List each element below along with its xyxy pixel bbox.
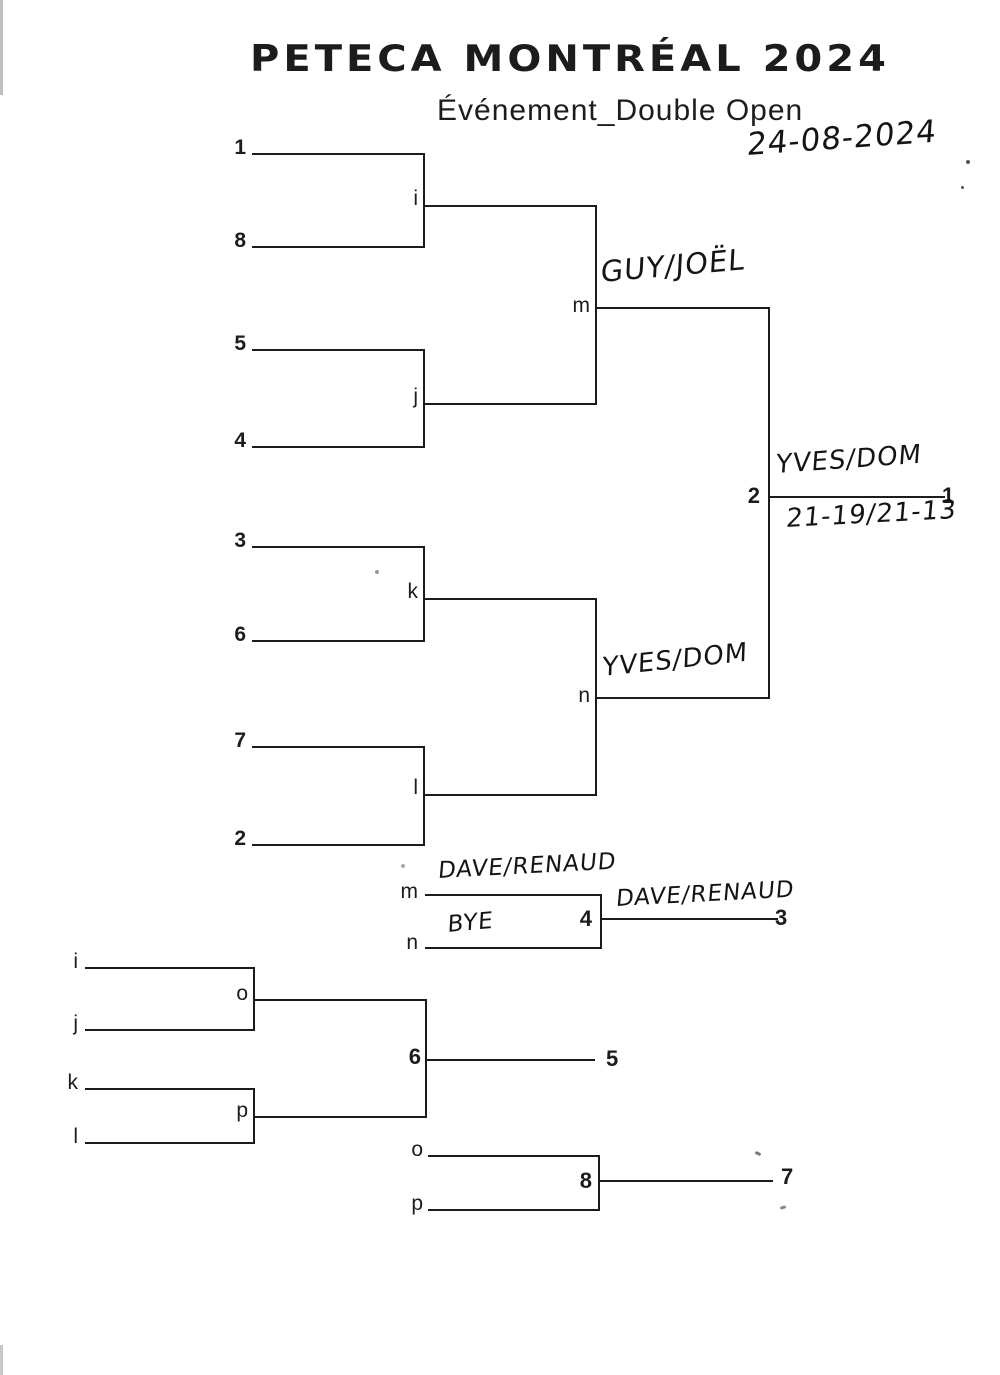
bracket-line bbox=[252, 349, 423, 351]
bracket-line bbox=[423, 546, 425, 642]
match-label-i: i bbox=[413, 187, 418, 210]
bracket-line bbox=[252, 446, 423, 448]
bracket-line bbox=[423, 205, 597, 207]
bracket-line bbox=[595, 307, 770, 309]
page-title: PETECA MONTRÉAL 2024 bbox=[250, 37, 890, 81]
bracket-line bbox=[253, 999, 427, 1001]
handwritten-third-place-winner: DAVE/RENAUD bbox=[614, 876, 796, 913]
bracket-line bbox=[600, 894, 602, 949]
seed-label: 2 bbox=[234, 827, 246, 850]
seed-label: 3 bbox=[234, 529, 246, 552]
fifth-place-match-number: 6 bbox=[408, 1044, 421, 1069]
handwritten-semifinal-top-winner: GUY/JOËL bbox=[599, 242, 747, 290]
bracket-line bbox=[768, 307, 770, 698]
bracket-line bbox=[85, 1029, 255, 1031]
slot-label-p: p bbox=[411, 1192, 423, 1215]
handwritten-final-winner: YVES/DOM bbox=[774, 439, 923, 481]
bracket-line bbox=[425, 1059, 595, 1061]
seventh-place-number: 7 bbox=[781, 1164, 794, 1189]
scan-edge-artifact bbox=[0, 1345, 3, 1375]
seed-label: 5 bbox=[234, 332, 246, 355]
scan-artifact bbox=[401, 864, 405, 868]
slot-label-o: o bbox=[411, 1138, 423, 1161]
handwritten-bye: BYE bbox=[446, 907, 495, 939]
bracket-line bbox=[425, 999, 427, 1118]
seed-label: 8 bbox=[234, 229, 246, 252]
bracket-line bbox=[425, 947, 602, 949]
bracket-line bbox=[252, 153, 423, 155]
match-label-m: m bbox=[572, 294, 591, 317]
bracket-line bbox=[598, 1155, 600, 1211]
bracket-line bbox=[423, 153, 425, 248]
match-label-l: l bbox=[413, 776, 418, 799]
third-place-match-number: 4 bbox=[579, 906, 592, 931]
match-label-o: o bbox=[236, 982, 248, 1005]
match-label-p: p bbox=[236, 1099, 248, 1122]
bracket-line bbox=[602, 918, 778, 920]
third-place-number: 3 bbox=[775, 905, 788, 930]
bracket-line bbox=[252, 746, 423, 748]
scan-artifact bbox=[375, 570, 379, 574]
slot-label-m: m bbox=[400, 880, 419, 903]
bracket-line bbox=[252, 640, 423, 642]
scan-artifact bbox=[754, 1150, 762, 1157]
seed-label: 4 bbox=[234, 429, 246, 452]
bracket-line bbox=[423, 598, 597, 600]
bracket-line bbox=[423, 746, 425, 846]
bracket-line bbox=[595, 205, 597, 405]
bracket-line bbox=[423, 403, 597, 405]
bracket-line bbox=[768, 496, 945, 498]
bracket-line bbox=[428, 1209, 600, 1211]
slot-label-l: l bbox=[73, 1125, 78, 1148]
scan-edge-artifact bbox=[0, 0, 3, 95]
seventh-place-match-number: 8 bbox=[579, 1168, 592, 1193]
bracket-line bbox=[428, 1155, 600, 1157]
match-label-k: k bbox=[407, 580, 419, 603]
scan-artifact bbox=[779, 1205, 787, 1210]
bracket-line bbox=[253, 1116, 427, 1118]
slot-label-j: j bbox=[73, 1012, 78, 1035]
bracket-line bbox=[423, 349, 425, 448]
seed-label: 6 bbox=[234, 623, 246, 646]
first-place-number: 1 bbox=[942, 483, 955, 508]
match-label-j: j bbox=[413, 385, 418, 408]
handwritten-final-score: 21-19/21-13 bbox=[784, 494, 959, 535]
seed-label: 7 bbox=[234, 729, 246, 752]
match-label-n: n bbox=[578, 684, 590, 707]
fifth-place-number: 5 bbox=[606, 1046, 619, 1071]
bracket-line bbox=[595, 697, 770, 699]
slot-label-i: i bbox=[73, 950, 78, 973]
bracket-line bbox=[252, 844, 423, 846]
scan-artifact bbox=[961, 186, 964, 189]
bracket-line bbox=[85, 967, 255, 969]
seed-label: 1 bbox=[234, 136, 246, 159]
bracket-line bbox=[252, 246, 423, 248]
slot-label-k: k bbox=[67, 1071, 79, 1094]
handwritten-team-dave-renaud: DAVE/RENAUD bbox=[436, 848, 618, 885]
bracket-line bbox=[425, 894, 602, 896]
bracket-line bbox=[85, 1142, 255, 1144]
bracket-line bbox=[423, 794, 597, 796]
bracket-line bbox=[600, 1180, 773, 1182]
slot-label-n: n bbox=[406, 931, 418, 954]
final-match-number: 2 bbox=[747, 483, 760, 508]
event-subtitle: Événement_Double Open bbox=[437, 94, 804, 127]
bracket-line bbox=[85, 1088, 255, 1090]
bracket-line bbox=[252, 546, 423, 548]
handwritten-semifinal-bottom-winner: YVES/DOM bbox=[601, 637, 749, 684]
scan-artifact bbox=[966, 160, 970, 164]
